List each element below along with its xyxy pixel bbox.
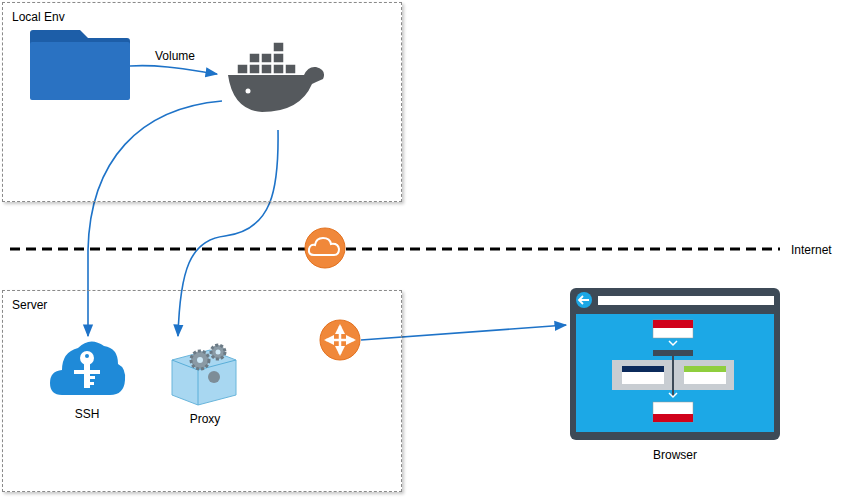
internet-boundary [10,248,780,251]
region-title: Local Env [3,3,401,24]
docker-icon [228,42,324,112]
volume-label: Volume [153,49,197,63]
region-title: Server [3,291,401,312]
boundary-label: Internet [789,243,834,257]
proxy-icon [172,345,236,405]
node-label: SSH [57,406,117,422]
node-label: Proxy [175,411,235,427]
folder-icon [30,30,130,100]
cloud-icon [305,228,345,268]
environment-region: Local Env [2,2,402,202]
server-region: ServerSSH Proxy [2,290,402,492]
service-label: SSH [57,406,117,424]
service-label: Proxy [175,411,235,429]
router-icon [320,320,360,360]
node-label: Browser [645,447,705,463]
browser-window [570,288,780,440]
flow-arrows [88,66,566,340]
client-label: Browser [645,447,705,465]
ssh-icon [50,341,125,395]
